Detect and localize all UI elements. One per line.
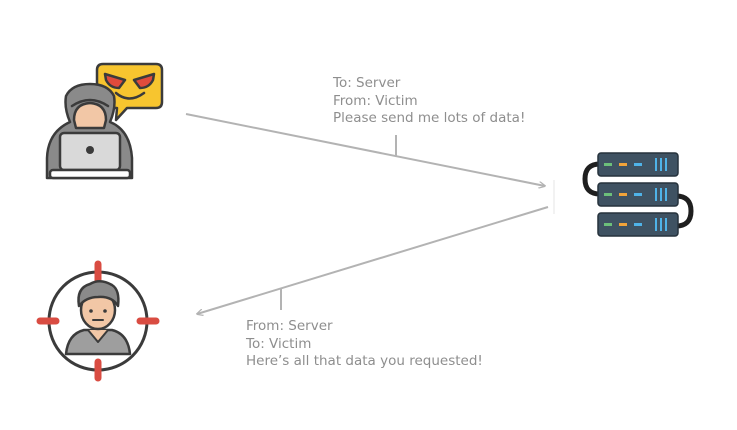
server-unit-top — [597, 152, 679, 177]
request-message: To: Server From: Victim Please send me l… — [333, 75, 525, 128]
response-to-line: To: Victim — [246, 335, 312, 352]
request-from-line: From: Victim — [333, 92, 418, 109]
server-unit-middle — [597, 182, 679, 207]
response-message: From: Server To: Victim Here’s all that … — [246, 318, 483, 371]
request-body-line: Please send me lots of data! — [333, 110, 526, 126]
request-to-line: To: Server — [333, 75, 401, 91]
server-unit-bottom — [597, 212, 679, 237]
request-arrow — [185, 113, 545, 186]
response-body-line: Here’s all that data you requested! — [246, 353, 483, 369]
response-from-line: From: Server — [246, 318, 333, 334]
response-arrow — [197, 206, 549, 314]
